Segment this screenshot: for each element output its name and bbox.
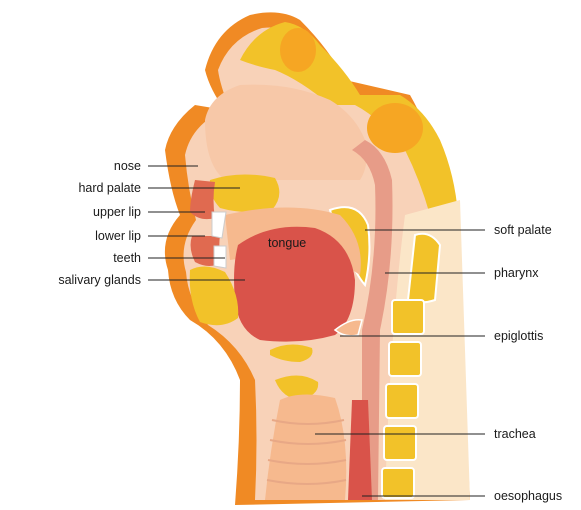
oesophagus-shape [348, 400, 372, 500]
label-hard-palate: hard palate [78, 181, 141, 195]
label-oesophagus: oesophagus [494, 489, 562, 503]
label-salivary-glands: salivary glands [58, 273, 141, 287]
label-soft-palate: soft palate [494, 223, 552, 237]
hard-palate-bone [210, 174, 280, 212]
label-pharynx: pharynx [494, 266, 538, 280]
label-tongue: tongue [268, 236, 306, 250]
label-lower-lip: lower lip [95, 229, 141, 243]
frontal-sinus [280, 28, 316, 72]
label-nose: nose [114, 159, 141, 173]
lower-teeth [214, 246, 226, 268]
label-upper-lip: upper lip [93, 205, 141, 219]
label-teeth: teeth [113, 251, 141, 265]
sphenoid-sinus [367, 103, 423, 153]
upper-lip-shape [190, 180, 215, 219]
label-trachea: trachea [494, 427, 536, 441]
label-epiglottis: epiglottis [494, 329, 543, 343]
